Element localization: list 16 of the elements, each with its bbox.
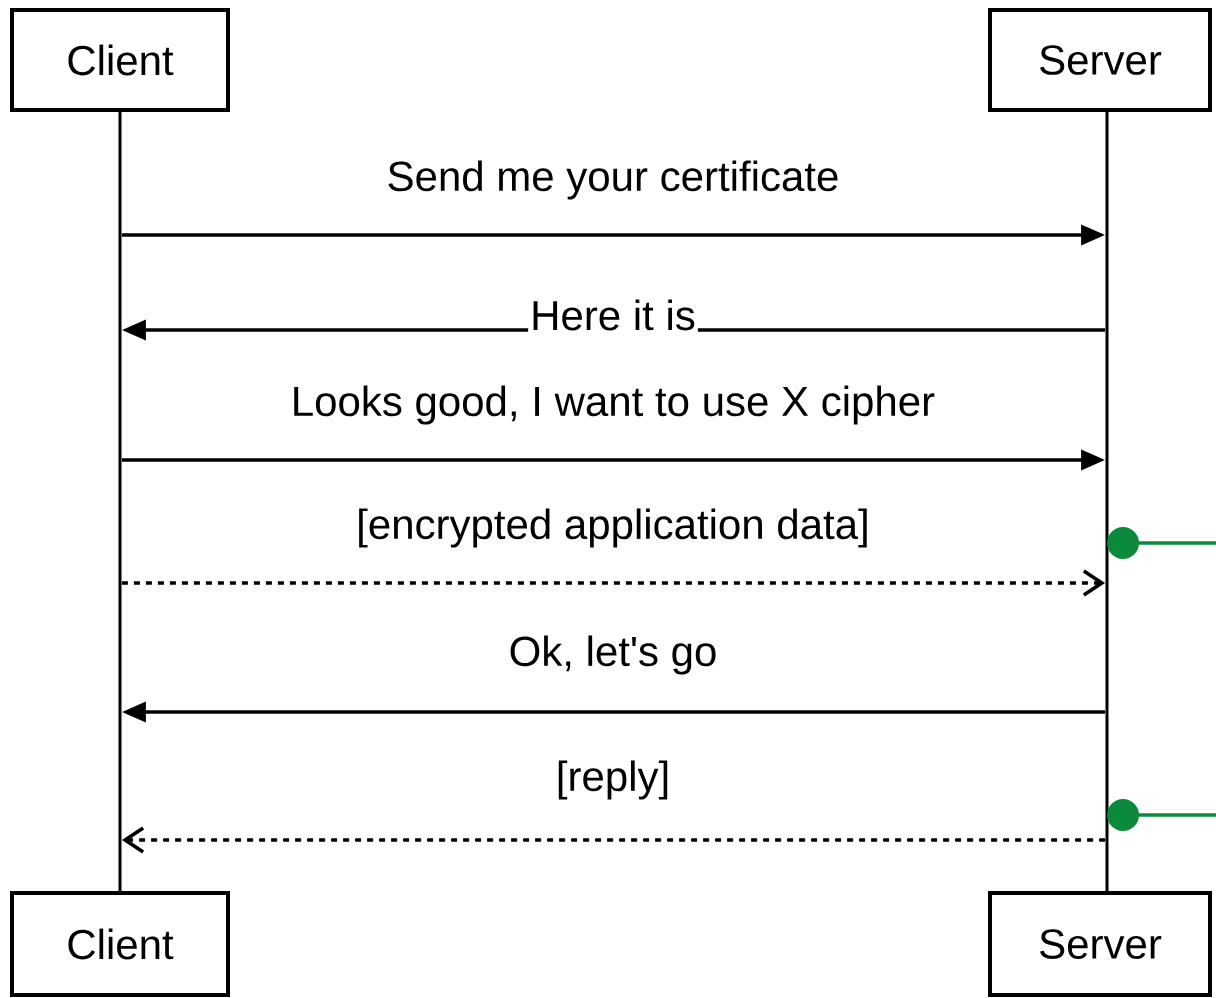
lifeline [1105, 110, 1109, 893]
message-arrow [1107, 527, 1216, 559]
actor-box: Server [988, 8, 1212, 112]
edge-label: [reply] [553, 758, 673, 802]
edge-label: Here it is [528, 297, 698, 333]
edge-label: Ok, let's go [506, 633, 720, 677]
message-arrow [121, 826, 1106, 854]
actor-box: Server [988, 891, 1212, 997]
edge-label: Send me your certificate [384, 158, 842, 202]
actor-box: Client [10, 891, 230, 997]
lifeline [118, 110, 122, 893]
edge-label: [encrypted application data] [354, 506, 872, 550]
message-arrow [1107, 799, 1216, 831]
actor-box: Client [10, 8, 230, 112]
message-arrow [121, 569, 1106, 597]
edge-label: Looks good, I want to use X cipher [288, 383, 938, 427]
